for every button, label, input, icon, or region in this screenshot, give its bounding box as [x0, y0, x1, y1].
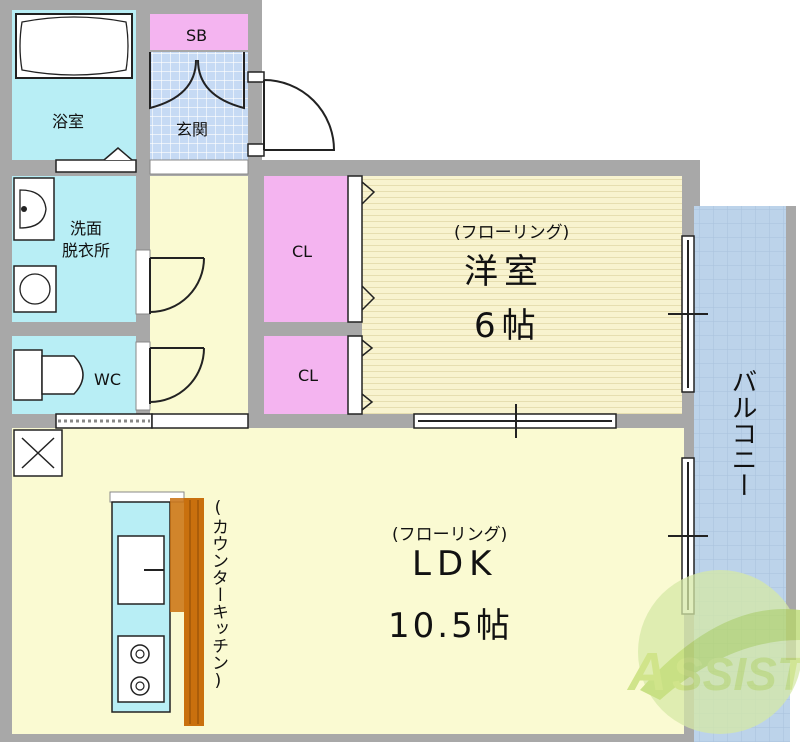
bath-door-fold: [103, 147, 133, 161]
ldk-size: 10.5帖: [388, 606, 513, 646]
closet-door-strip-2: [347, 335, 363, 415]
entrance-step: [149, 159, 249, 175]
front-door-jamb-bottom: [247, 143, 265, 157]
bath-label: 浴室: [52, 112, 85, 131]
toilet-bowl: [41, 355, 84, 395]
closet-1-label: CL: [292, 242, 313, 261]
assist-logo: A SSIST: [626, 570, 800, 734]
shoebox-floor: [150, 14, 248, 50]
kitchen-label: (カウンターキッチン): [208, 498, 228, 691]
front-door-swing: [263, 79, 336, 151]
entrance-label: 玄関: [176, 120, 209, 139]
closet-door-strip-1: [347, 175, 363, 323]
western-room-name: 洋室: [464, 252, 544, 292]
front-door-jamb-top: [247, 71, 265, 83]
vanity-basin: [19, 189, 47, 229]
washroom-label: 洗面 脱衣所: [62, 219, 111, 260]
shoebox-doors: [149, 52, 245, 110]
svg-text:SSIST: SSIST: [672, 648, 800, 700]
shoebox-label: SB: [186, 26, 208, 45]
toilet-door-swing: [149, 347, 205, 404]
corridor-floor: [150, 176, 248, 416]
ldk-name: LDK: [412, 544, 498, 584]
toilet-tank: [13, 349, 43, 401]
closet-door-marks: [361, 181, 376, 411]
western-room-floor: [362, 176, 682, 414]
ldk-floor-label: (フローリング): [392, 525, 508, 545]
closet-2-label: CL: [298, 366, 319, 385]
bathtub-inner: [19, 16, 129, 76]
closet-1-floor: [264, 176, 348, 322]
bath-door-strip: [55, 159, 137, 173]
svg-text:A: A: [626, 642, 667, 702]
washroom-door-swing: [149, 257, 205, 314]
western-room-floor-label: (フローリング): [454, 223, 570, 243]
closet-2-floor: [264, 336, 348, 414]
kitchen-counter: [184, 498, 204, 726]
balcony-label: バルコニー: [727, 368, 757, 498]
western-room-size: 6帖: [474, 306, 542, 346]
kitchen-stove: [117, 635, 165, 703]
toilet-label: WC: [94, 370, 121, 389]
